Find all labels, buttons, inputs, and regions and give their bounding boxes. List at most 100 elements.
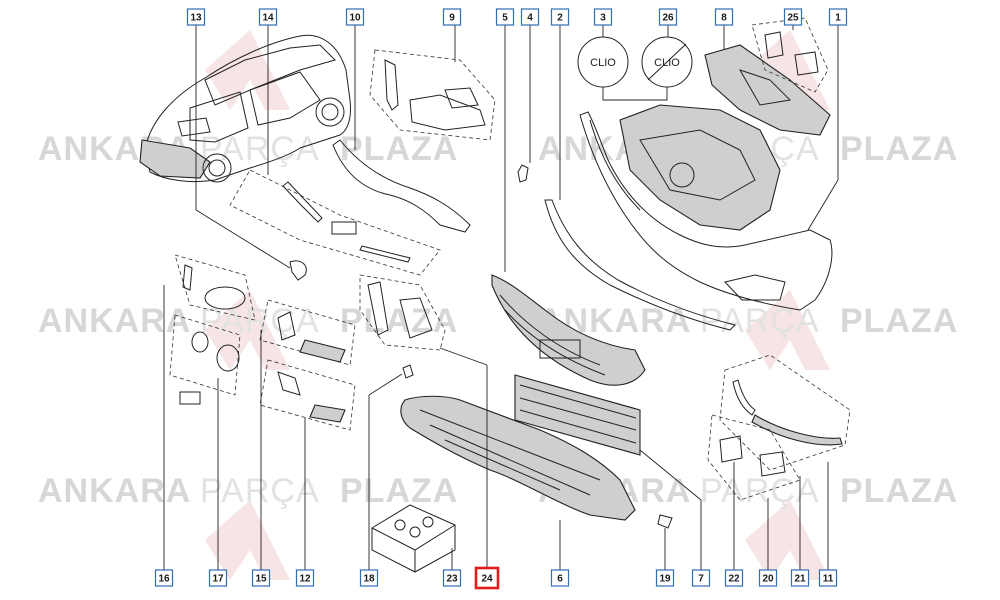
trim-group-12 bbox=[259, 359, 356, 431]
callout-13: 13 bbox=[186, 8, 206, 26]
callout-number: 15 bbox=[255, 574, 267, 585]
lower-grille-5 bbox=[491, 274, 646, 386]
grille-carrier-3 bbox=[619, 104, 781, 231]
callout-number: 20 bbox=[762, 574, 774, 585]
watermark-word-parca: PARÇA bbox=[700, 302, 820, 340]
upper-support-8 bbox=[704, 44, 831, 136]
callout-box bbox=[724, 569, 744, 587]
callout-number: 8 bbox=[721, 13, 727, 24]
upper-grille-trim bbox=[332, 139, 471, 233]
callout-box bbox=[691, 569, 711, 587]
clip-part-18 bbox=[402, 364, 414, 379]
callout-box bbox=[593, 8, 613, 26]
callout-number: 21 bbox=[794, 574, 806, 585]
callout-4: 4 bbox=[520, 8, 540, 26]
clip-part-19 bbox=[657, 514, 673, 529]
fog-surround-16 bbox=[174, 254, 256, 321]
callout-number: 17 bbox=[212, 574, 224, 585]
callout-9: 9 bbox=[442, 8, 462, 26]
callout-number: 24 bbox=[481, 574, 493, 585]
callout-14: 14 bbox=[258, 8, 278, 26]
callout-26: 26 bbox=[658, 8, 678, 26]
grille-trim-group-14 bbox=[229, 169, 441, 281]
callout-2: 2 bbox=[550, 8, 570, 26]
callout-number: 11 bbox=[823, 574, 834, 585]
callout-number: 3 bbox=[600, 13, 606, 24]
callout-11: 11 bbox=[818, 569, 838, 587]
callout-number: 7 bbox=[698, 574, 704, 585]
variant-label-clio-excluded: CLIO bbox=[641, 36, 693, 88]
callout-10: 10 bbox=[345, 8, 365, 26]
bracket-group-24 bbox=[359, 274, 446, 351]
bracket-group-20 bbox=[707, 414, 801, 501]
callout-number: 16 bbox=[158, 574, 170, 585]
callout-number: 22 bbox=[728, 574, 740, 585]
trim-group-15 bbox=[259, 299, 356, 366]
callout-7: 7 bbox=[691, 569, 711, 587]
variant-label-clio: CLIO bbox=[577, 36, 629, 88]
callout-box bbox=[658, 8, 678, 26]
callout-box bbox=[495, 8, 515, 26]
callout-number: 1 bbox=[835, 13, 841, 24]
fastener-kit-23 bbox=[371, 504, 456, 573]
engine-undertray-6 bbox=[400, 395, 636, 521]
callout-16: 16 bbox=[154, 569, 174, 587]
callout-box bbox=[783, 8, 803, 26]
callout-15: 15 bbox=[251, 569, 271, 587]
callout-box bbox=[295, 569, 315, 587]
variant-label-clio-text: CLIO bbox=[590, 57, 616, 69]
callout-number: 5 bbox=[502, 13, 508, 24]
callout-number: 10 bbox=[349, 13, 361, 24]
variant-bracket bbox=[602, 87, 668, 101]
callout-8: 8 bbox=[714, 8, 734, 26]
callout-box bbox=[251, 569, 271, 587]
callout-number: 13 bbox=[190, 13, 202, 24]
lower-bumper-strip bbox=[544, 199, 736, 331]
callout-box bbox=[345, 8, 365, 26]
callout-number: 12 bbox=[299, 574, 311, 585]
callout-number: 23 bbox=[446, 574, 458, 585]
callout-box bbox=[442, 569, 462, 587]
callout-21: 21 bbox=[790, 569, 810, 587]
callout-box bbox=[208, 569, 228, 587]
watermark-word-parca: PARÇA bbox=[200, 130, 320, 168]
callout-box bbox=[550, 569, 570, 587]
side-trim-11 bbox=[719, 354, 851, 471]
callout-box bbox=[359, 569, 379, 587]
callout-number: 19 bbox=[659, 574, 671, 585]
callout-20: 20 bbox=[758, 569, 778, 587]
watermark-word-plaza: PLAZA bbox=[340, 302, 458, 340]
callout-5: 5 bbox=[495, 8, 515, 26]
watermark-word-parca: PARÇA bbox=[700, 472, 820, 510]
watermark-word-parca: PARÇA bbox=[200, 472, 320, 510]
callout-6: 6 bbox=[550, 569, 570, 587]
variant-label-clio-excluded-text: CLIO bbox=[654, 57, 680, 69]
callout-box bbox=[790, 569, 810, 587]
callout-box bbox=[818, 569, 838, 587]
watermark-word-plaza: PLAZA bbox=[840, 302, 958, 340]
car-illustration bbox=[139, 34, 351, 183]
callout-box bbox=[550, 8, 570, 26]
callout-box bbox=[520, 8, 540, 26]
watermark-logo bbox=[205, 30, 830, 580]
callout-number: 25 bbox=[787, 13, 799, 24]
bracket-group-9 bbox=[369, 49, 496, 141]
front-bumper bbox=[579, 111, 833, 311]
callout-25: 25 bbox=[783, 8, 803, 26]
watermark-word-plaza: PLAZA bbox=[340, 130, 458, 168]
watermark-word-plaza: PLAZA bbox=[340, 472, 458, 510]
fog-lamp-17 bbox=[169, 314, 241, 405]
callout-24: 24 bbox=[474, 566, 500, 590]
active-shutter-7 bbox=[514, 374, 641, 456]
callout-number: 9 bbox=[449, 13, 455, 24]
callout-number: 6 bbox=[557, 574, 563, 585]
callout-box bbox=[258, 8, 278, 26]
callout-number: 4 bbox=[527, 13, 533, 24]
callout-17: 17 bbox=[208, 569, 228, 587]
callout-22: 22 bbox=[724, 569, 744, 587]
callout-12: 12 bbox=[295, 569, 315, 587]
callout-box bbox=[758, 569, 778, 587]
